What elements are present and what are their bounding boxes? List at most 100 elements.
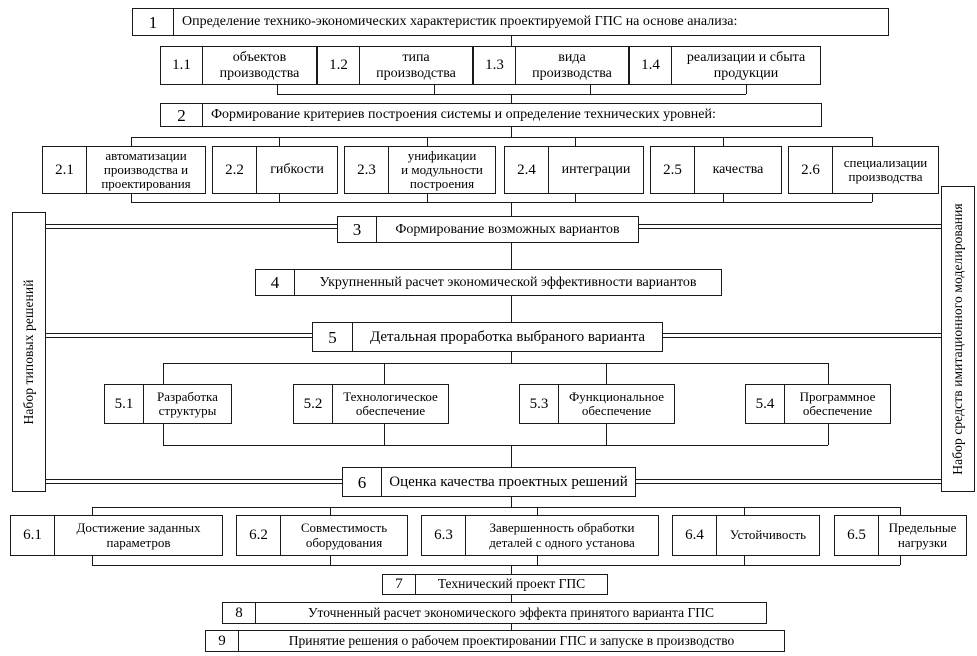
- connector-n63-out: [537, 556, 538, 565]
- connector-n65-out: [900, 556, 901, 565]
- node-2-1-text: автоматизации производства и проектирова…: [101, 147, 191, 192]
- connector-n24-out: [575, 193, 576, 202]
- node-6-2[interactable]: 6.2 Совместимость оборудования: [236, 515, 408, 556]
- connector-n51-in: [163, 363, 164, 384]
- node-8-number: 8: [223, 603, 256, 623]
- connector-bus-6x-top: [92, 507, 900, 508]
- node-5-2-number: 5.2: [294, 385, 333, 423]
- node-2-6-text: специализации производства: [843, 154, 928, 184]
- node-6-5-number: 6.5: [835, 516, 879, 555]
- node-2-2[interactable]: 2.2 гибкости: [212, 146, 338, 194]
- node-1[interactable]: 1 Определение технико-экономических хара…: [132, 8, 889, 36]
- node-7-text: Технический проект ГПС: [437, 576, 586, 592]
- node-5-2-text: Технологическое обеспечение: [343, 388, 438, 418]
- node-5-4[interactable]: 5.4 Программное обеспечение: [745, 384, 891, 424]
- connector-n51-out: [163, 424, 164, 445]
- node-2-number: 2: [161, 104, 203, 126]
- node-5-1[interactable]: 5.1 Разработка структуры: [104, 384, 232, 424]
- node-5-text: Детальная проработка выбраного варианта: [369, 328, 646, 345]
- node-6-3[interactable]: 6.3 Завершенность обработки деталей с од…: [421, 515, 659, 556]
- rail-left-to-n6: [46, 479, 342, 484]
- connector-n61-in: [92, 507, 93, 515]
- node-1-3-text: вида производства: [532, 50, 612, 81]
- node-1-4-number: 1.4: [630, 47, 672, 84]
- connector-bus-5x-top: [163, 363, 828, 364]
- connector-n4-to-n5: [511, 296, 512, 322]
- connector-n25-in: [723, 137, 724, 146]
- node-2-6[interactable]: 2.6 специализации производства: [788, 146, 939, 194]
- node-9[interactable]: 9 Принятие решения о рабочем проектирова…: [205, 630, 785, 652]
- connector-n54-in: [828, 363, 829, 384]
- node-6-4-text: Устойчивость: [729, 527, 807, 543]
- node-2-6-number: 2.6: [789, 147, 833, 193]
- connector-n5-stem: [511, 352, 512, 363]
- node-5[interactable]: 5 Детальная проработка выбраного вариант…: [312, 322, 663, 352]
- connector-bus-2x-top: [131, 137, 872, 138]
- node-5-3-number: 5.3: [520, 385, 559, 423]
- connector-bus-2x-bottom: [131, 202, 872, 203]
- connector-n61-out: [92, 556, 93, 565]
- connector-n26-out: [872, 193, 873, 202]
- rail-n5-to-right: [663, 333, 941, 338]
- side-panel-right-label: Набор средств имитационного моделировани…: [950, 203, 965, 475]
- node-6-4[interactable]: 6.4 Устойчивость: [672, 515, 820, 556]
- node-8[interactable]: 8 Уточненный расчет экономического эффек…: [222, 602, 767, 624]
- node-1-1[interactable]: 1.1 объектов производства: [160, 46, 317, 85]
- connector-n23-out: [427, 193, 428, 202]
- node-1-3[interactable]: 1.3 вида производства: [473, 46, 629, 85]
- node-2-4[interactable]: 2.4 интеграции: [504, 146, 644, 194]
- node-1-number: 1: [133, 9, 174, 35]
- node-2-3[interactable]: 2.3 унификации и модульности построения: [344, 146, 496, 194]
- connector-n26-in: [872, 137, 873, 146]
- node-7[interactable]: 7 Технический проект ГПС: [382, 574, 608, 595]
- node-1-1-number: 1.1: [161, 47, 203, 84]
- rail-n3-to-right: [639, 224, 941, 229]
- node-6-5-text: Предельные нагрузки: [888, 520, 957, 550]
- connector-n62-out: [330, 556, 331, 565]
- connector-n23-in: [427, 137, 428, 146]
- node-4[interactable]: 4 Укрупненный расчет экономической эффек…: [255, 269, 722, 296]
- node-6-1[interactable]: 6.1 Достижение заданных параметров: [10, 515, 223, 556]
- connector-bus-6x-bottom: [92, 565, 900, 566]
- connector-n6-in: [511, 445, 512, 467]
- connector-n62-in: [330, 507, 331, 515]
- connector-n63-in: [537, 507, 538, 515]
- connector-n2-stem: [511, 126, 512, 137]
- node-2[interactable]: 2 Формирование критериев построения сист…: [160, 103, 822, 127]
- node-5-2[interactable]: 5.2 Технологическое обеспечение: [293, 384, 449, 424]
- node-4-number: 4: [256, 270, 295, 295]
- node-3-number: 3: [338, 217, 377, 242]
- node-6[interactable]: 6 Оценка качества проектных решений: [342, 467, 636, 497]
- connector-n3-in: [511, 202, 512, 217]
- node-5-3-text: Функциональное обеспечение: [568, 388, 665, 418]
- node-2-1[interactable]: 2.1 автоматизации производства и проекти…: [42, 146, 206, 194]
- side-panel-left: Набор типовых решений: [12, 212, 46, 492]
- node-3[interactable]: 3 Формирование возможных вариантов: [337, 216, 639, 243]
- connector-n12-out: [434, 85, 435, 94]
- node-1-4[interactable]: 1.4 реализации и сбыта продукции: [629, 46, 821, 85]
- connector-n14-out: [746, 85, 747, 94]
- node-1-2[interactable]: 1.2 типа производства: [317, 46, 473, 85]
- node-5-3[interactable]: 5.3 Функциональное обеспечение: [519, 384, 675, 424]
- connector-n2-in: [511, 94, 512, 104]
- rail-left-to-n5: [46, 333, 312, 338]
- node-8-text: Уточненный расчет экономического эффекта…: [307, 604, 715, 620]
- connector-n1-stem: [511, 36, 512, 47]
- rail-n6-to-right: [636, 479, 941, 484]
- connector-n64-out: [744, 556, 745, 565]
- node-1-3-number: 1.3: [474, 47, 516, 84]
- connector-n22-out: [279, 193, 280, 202]
- node-2-5[interactable]: 2.5 качества: [650, 146, 782, 194]
- connector-n6-stem: [511, 497, 512, 507]
- node-6-5[interactable]: 6.5 Предельные нагрузки: [834, 515, 967, 556]
- side-panel-left-label: Набор типовых решений: [21, 279, 36, 425]
- node-4-text: Укрупненный расчет экономической эффекти…: [319, 274, 697, 290]
- connector-n64-in: [744, 507, 745, 515]
- node-2-1-number: 2.1: [43, 147, 87, 193]
- node-6-1-text: Достижение заданных параметров: [76, 520, 201, 550]
- connector-n53-out: [606, 424, 607, 445]
- node-6-1-number: 6.1: [11, 516, 55, 555]
- node-9-text: Принятие решения о рабочем проектировани…: [288, 632, 735, 648]
- node-5-number: 5: [313, 323, 353, 351]
